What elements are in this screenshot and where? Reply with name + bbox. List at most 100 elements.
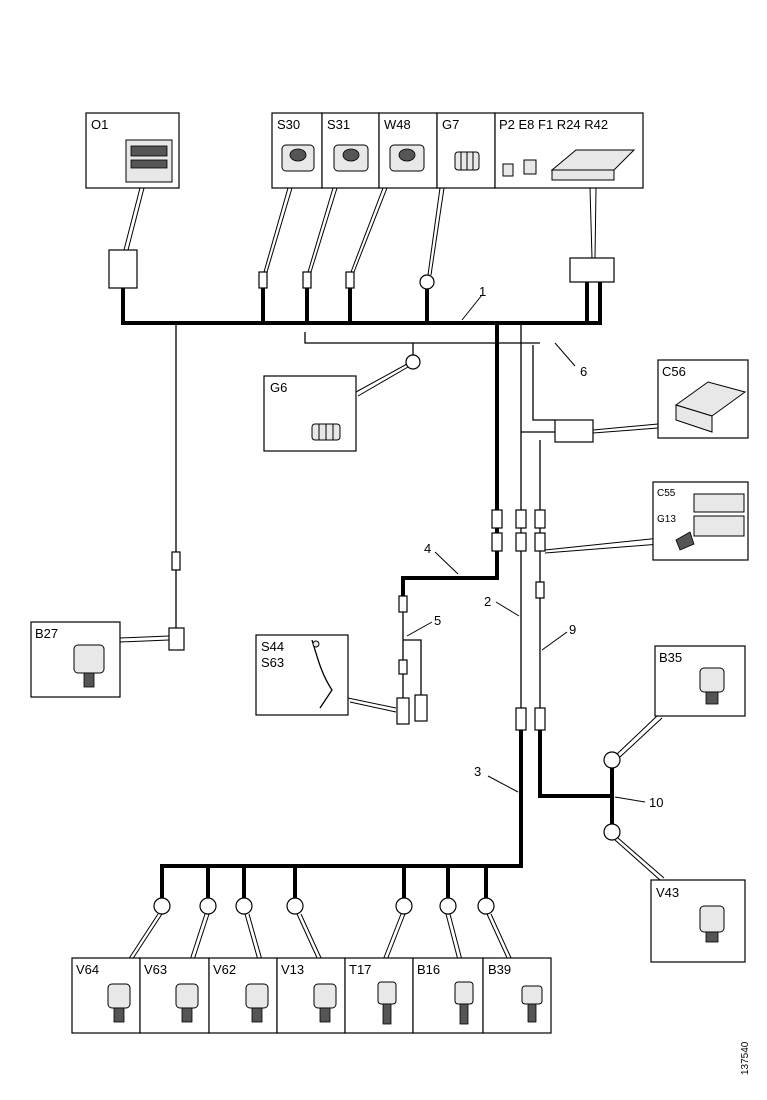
harness-number-2: 2 [484, 594, 491, 609]
label-b27: B27 [35, 626, 58, 641]
component-c55-g13: C55 G13 [652, 481, 749, 561]
sensor-tip-icon [459, 1003, 469, 1025]
component-s31: S31 [321, 112, 380, 189]
connector-b27 [168, 627, 185, 651]
panel-row-icon [130, 159, 168, 169]
connector-g6 [405, 354, 421, 370]
leader-c55 [544, 537, 661, 554]
leader-b16 [445, 913, 463, 961]
leader-w48 [350, 187, 388, 273]
wire-g6-branch [304, 332, 540, 344]
sensor-icon [454, 981, 474, 1005]
connector-b16 [439, 897, 457, 915]
component-b27: B27 [30, 621, 121, 698]
connector-v62 [235, 897, 253, 915]
connector-c55-1 [491, 509, 503, 529]
sensor-icon [521, 985, 543, 1005]
label-w48: W48 [384, 117, 411, 132]
label-s44: S44 [261, 639, 284, 654]
valve-tip-icon [113, 1007, 125, 1023]
valve-icon [175, 983, 199, 1009]
leader-num-1 [461, 294, 483, 321]
connector-c55-6 [534, 532, 546, 552]
harness-number-6: 6 [580, 364, 587, 379]
connector-10-inline [534, 707, 546, 731]
connector-o1 [108, 249, 138, 289]
valve-icon [107, 983, 131, 1009]
harness-1-trunk [121, 280, 602, 325]
sensor-body-icon [73, 644, 105, 674]
panel-row-icon [130, 145, 168, 157]
leader-v62 [244, 913, 263, 961]
harness-lines [121, 280, 614, 900]
label-s31: S31 [327, 117, 350, 132]
connector-s44-a [396, 697, 410, 725]
valve-tip-icon [251, 1007, 263, 1023]
harness-vertical-a [401, 321, 499, 602]
leader-v63 [189, 913, 210, 961]
leader-v13 [296, 913, 323, 961]
component-g6: G6 [263, 375, 357, 452]
leader-s30 [263, 187, 293, 273]
leader-num-6 [554, 342, 576, 367]
harness-10 [538, 728, 614, 798]
relay-icon [502, 163, 514, 177]
pressure-switch-thread-icon [705, 691, 719, 705]
leader-num-3 [487, 775, 519, 793]
connector-block-icon [693, 515, 745, 537]
sensor-icon [377, 981, 397, 1005]
label-v13: V13 [281, 962, 304, 977]
connector-b27-inline [171, 551, 181, 571]
component-b35: B35 [654, 645, 746, 717]
leader-t17 [382, 913, 406, 961]
leader-num-2 [495, 601, 520, 617]
component-o1: O1 [85, 112, 180, 189]
connector-c55-3 [534, 509, 546, 529]
label-c55: C55 [657, 488, 676, 499]
label-v64: V64 [76, 962, 99, 977]
leader-g7 [427, 187, 445, 276]
label-c56: C56 [662, 364, 686, 379]
leader-p2 [589, 187, 597, 259]
label-o1: O1 [91, 117, 108, 132]
wire-c56-stub [532, 345, 555, 421]
connector-9-inline [535, 581, 545, 599]
harness-number-5: 5 [434, 613, 441, 628]
connector-5-mid [398, 659, 408, 675]
leader-v64 [127, 913, 163, 961]
connector-v13 [286, 897, 304, 915]
component-g7: G7 [436, 112, 496, 189]
sensor-tip-icon [527, 1003, 537, 1023]
label-t17: T17 [349, 962, 371, 977]
leader-b39 [486, 913, 513, 961]
relay-icon [523, 159, 537, 175]
sensor-tip-icon [382, 1003, 392, 1025]
connector-w48 [345, 271, 355, 289]
component-w48: W48 [378, 112, 438, 189]
leader-num-10 [614, 796, 646, 803]
switch-knob-icon [398, 148, 416, 162]
leader-b35 [616, 714, 663, 758]
leader-b27 [119, 635, 170, 643]
valve-tip-icon [181, 1007, 193, 1023]
connector-5-inline [398, 595, 408, 613]
label-b39: B39 [488, 962, 511, 977]
label-p2-group: P2 E8 F1 R24 R42 [499, 117, 608, 132]
connector-s30 [258, 271, 268, 289]
label-b35: B35 [659, 650, 682, 665]
connector-c55-4 [491, 532, 503, 552]
harness-numbers: 1 2 3 4 5 6 9 10 [424, 284, 663, 810]
leader-s44 [347, 697, 397, 713]
label-g7: G7 [442, 117, 459, 132]
module-side-icon [551, 169, 615, 181]
valve-tip-icon [319, 1007, 331, 1023]
leader-num-5 [406, 621, 433, 637]
harness-number-3: 3 [474, 764, 481, 779]
component-s44-s63: S44 S63 [255, 634, 349, 716]
sensor-tip-icon [83, 672, 95, 688]
valve-icon [699, 905, 725, 933]
connector-p2 [569, 257, 615, 283]
component-s30: S30 [271, 112, 323, 189]
harness-3 [160, 728, 523, 868]
